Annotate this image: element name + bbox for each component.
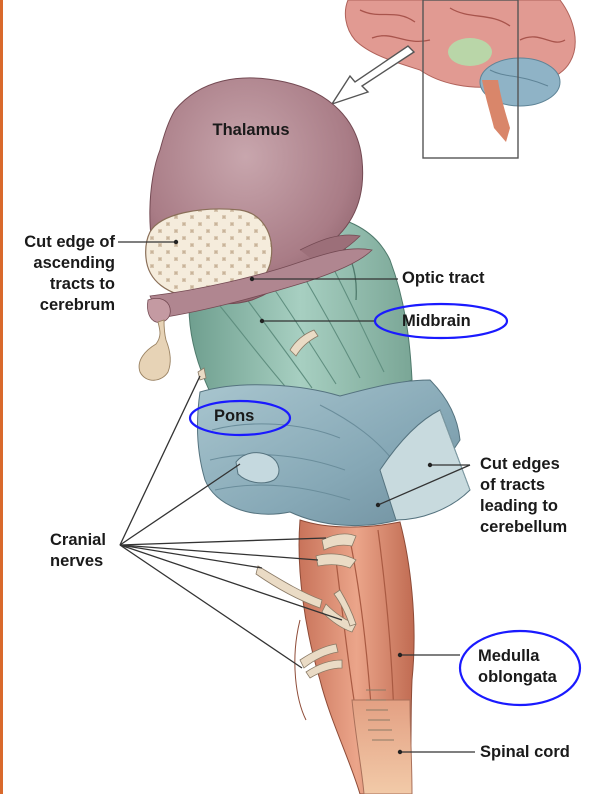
midbrain-highlight xyxy=(373,302,509,340)
label-optic-tract: Optic tract xyxy=(402,269,485,287)
leader-lines xyxy=(118,241,475,753)
label-medulla-oblongata: Medulla oblongata xyxy=(478,647,557,686)
label-thalamus: Thalamus xyxy=(212,121,290,139)
label-pons: Pons xyxy=(214,407,255,425)
leader-dots xyxy=(173,239,433,755)
thalamus-shape xyxy=(138,77,373,381)
highlight-ellipses xyxy=(188,302,582,707)
medulla-oblongata-shape xyxy=(294,519,415,794)
label-spinal-cord: Spinal cord xyxy=(480,743,570,761)
pons-shape xyxy=(196,379,471,527)
inset-pointer-arrow xyxy=(330,45,416,106)
inset-brain xyxy=(344,0,576,159)
label-midbrain: Midbrain xyxy=(402,312,471,330)
label-cranial-nerves: Cranial nerves xyxy=(50,531,106,570)
label-cut-edges-cerebellum: Cut edges of tracts leading to cerebellu… xyxy=(480,455,568,536)
page-left-border xyxy=(0,0,3,794)
medulla-highlight xyxy=(458,629,582,707)
cranial-nerve-roots xyxy=(255,533,357,679)
pons-highlight xyxy=(188,399,292,437)
label-cut-edge-ascending: Cut edge of ascending tracts to cerebrum xyxy=(24,233,115,314)
